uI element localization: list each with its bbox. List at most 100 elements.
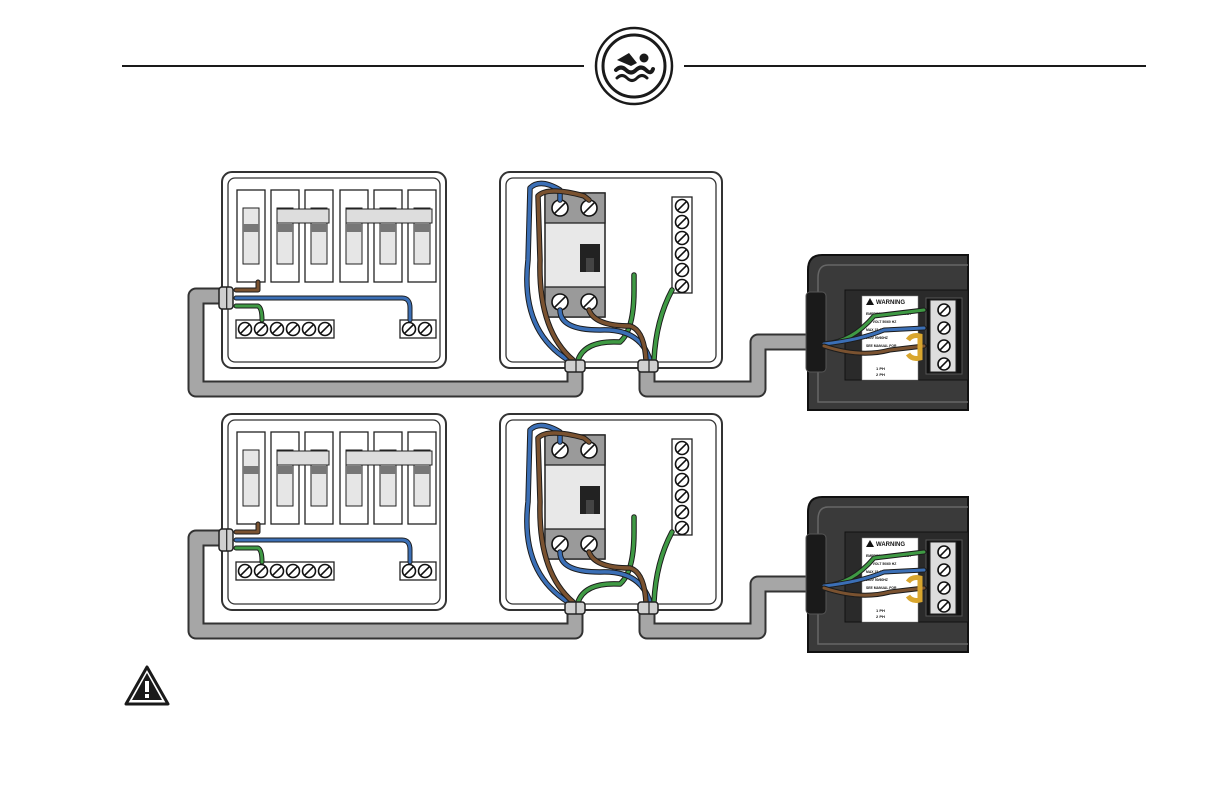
rcbo-device <box>545 435 605 559</box>
cable-gland <box>565 602 585 614</box>
neutral-terminal <box>303 565 316 578</box>
breaker <box>271 432 299 524</box>
breaker-link-bar <box>346 209 432 223</box>
wiring-diagram-2: WARNINGEMERGENCY DISCONNECT120 VOLT 50/6… <box>196 414 968 652</box>
warning-label-footer: 2 PH <box>876 372 885 377</box>
neutral-terminal <box>271 565 284 578</box>
strip-terminal <box>676 248 689 261</box>
breaker-toggle <box>311 466 327 474</box>
strip-terminal <box>676 280 689 293</box>
heater-terminal <box>938 600 950 612</box>
heater-terminal-block <box>926 540 962 616</box>
neutral-terminal <box>271 323 284 336</box>
cable-gland-body <box>219 529 233 551</box>
cable-gland <box>638 360 658 372</box>
breaker-link-bar <box>346 451 432 465</box>
breaker-toggle <box>414 224 430 232</box>
earth-terminal <box>403 565 416 578</box>
neutral-terminal <box>239 323 252 336</box>
earth-terminal-bar <box>400 320 436 338</box>
cable-gland-body <box>638 602 658 614</box>
rcbo-switch-lever <box>586 500 594 514</box>
neutral-terminal <box>255 323 268 336</box>
strip-terminal <box>676 474 689 487</box>
rcbo-device <box>545 193 605 317</box>
breaker <box>408 190 436 282</box>
breaker <box>305 190 333 282</box>
strip-terminal <box>676 522 689 535</box>
neutral-terminal <box>239 565 252 578</box>
neutral-terminal <box>303 323 316 336</box>
isolator-terminal-strip <box>672 197 692 293</box>
breaker-toggle <box>277 466 293 474</box>
strip-terminal <box>676 200 689 213</box>
isolator-box <box>500 414 722 614</box>
breaker-toggle <box>243 466 259 474</box>
cable-gland <box>638 602 658 614</box>
heater-terminal-box: WARNINGEMERGENCY DISCONNECT120 VOLT 50/6… <box>806 497 968 652</box>
strip-terminal <box>676 264 689 277</box>
strip-terminal <box>676 490 689 503</box>
cable-gland <box>565 360 585 372</box>
cable-gland <box>219 529 233 551</box>
breaker-toggle <box>243 224 259 232</box>
heater-terminal <box>938 340 950 352</box>
strip-terminal <box>676 506 689 519</box>
neutral-terminal <box>287 565 300 578</box>
neutral-terminal <box>319 565 332 578</box>
earth-terminal <box>419 323 432 336</box>
cable-gland-body <box>565 602 585 614</box>
swimmer-icon <box>596 28 672 104</box>
cable-gland <box>219 287 233 309</box>
warning-label-title: WARNING <box>876 542 905 548</box>
heater-side-clamp <box>806 534 826 614</box>
breaker <box>374 190 402 282</box>
strip-terminal <box>676 442 689 455</box>
breaker-toggle <box>311 224 327 232</box>
breaker-slot <box>243 450 259 506</box>
consumer-unit <box>219 172 446 368</box>
earth-terminal-bar <box>400 562 436 580</box>
isolator-terminal-strip <box>672 439 692 535</box>
neutral-terminal-bar <box>236 320 334 338</box>
breaker <box>340 190 368 282</box>
breaker-toggle <box>346 224 362 232</box>
breaker-toggle <box>277 224 293 232</box>
strip-terminal <box>676 216 689 229</box>
warning-triangle-icon <box>126 667 168 704</box>
warning-label-footer: 1 PH <box>876 366 885 371</box>
breaker-toggle <box>380 224 396 232</box>
breaker <box>271 190 299 282</box>
warning-label-footer: 2 PH <box>876 614 885 619</box>
cable-gland-body <box>219 287 233 309</box>
breaker <box>374 432 402 524</box>
breaker <box>340 432 368 524</box>
breaker-slot <box>243 208 259 264</box>
heater-terminal-block <box>926 298 962 374</box>
heater-terminal <box>938 322 950 334</box>
heater-terminal <box>938 582 950 594</box>
rcbo-switch-lever <box>586 258 594 272</box>
breaker-toggle <box>346 466 362 474</box>
consumer-unit <box>219 414 446 610</box>
strip-terminal <box>676 458 689 471</box>
earth-terminal <box>419 565 432 578</box>
breaker-toggle <box>414 466 430 474</box>
neutral-terminal <box>287 323 300 336</box>
breaker-toggle <box>380 466 396 474</box>
neutral-terminal-bar <box>236 562 334 580</box>
earth-terminal <box>403 323 416 336</box>
breaker <box>305 432 333 524</box>
heater-side-clamp <box>806 292 826 372</box>
heater-terminal <box>938 304 950 316</box>
strip-terminal <box>676 232 689 245</box>
breaker <box>237 190 265 282</box>
neutral-terminal <box>255 565 268 578</box>
neutral-terminal <box>319 323 332 336</box>
cable-gland-body <box>638 360 658 372</box>
